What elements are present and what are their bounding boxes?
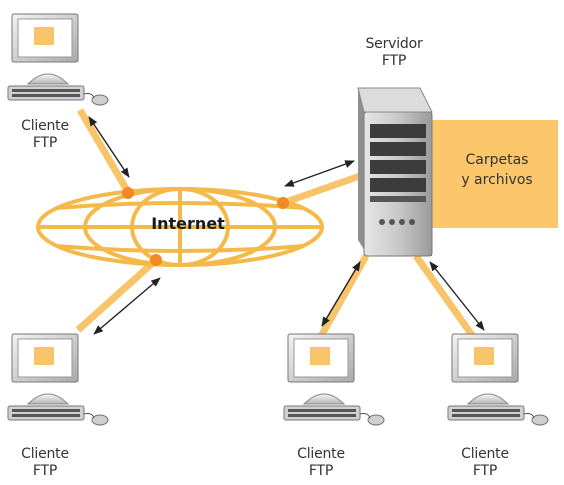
link-server-internet <box>281 172 362 207</box>
link-client-bottom-right <box>413 253 477 341</box>
link-client-bottom-middle <box>316 254 370 340</box>
client-label-line2: FTP <box>308 463 334 479</box>
internet-globe <box>36 187 324 267</box>
computer-bottom-right <box>447 333 549 426</box>
server-label-line2: FTP <box>381 53 407 69</box>
client-label-line2: FTP <box>32 463 58 479</box>
server-label-line1: Servidor <box>365 36 423 52</box>
arrow-bottom-right <box>429 261 485 331</box>
folder-panel <box>430 120 558 228</box>
client-label-line1: Cliente <box>297 446 345 462</box>
node-top-left <box>122 187 134 199</box>
client-label-line1: Cliente <box>21 446 69 462</box>
node-right <box>277 197 289 209</box>
server-label: Servidor FTP <box>352 36 436 70</box>
folder-label-line1: Carpetas <box>465 152 529 168</box>
ftp-server-tower <box>357 87 433 257</box>
client-label-line1: Cliente <box>461 446 509 462</box>
network-nodes <box>122 187 289 266</box>
computer-top-left <box>7 13 109 106</box>
client-label-top-left: Cliente FTP <box>6 118 84 152</box>
node-bottom <box>150 254 162 266</box>
link-client-bottom-left <box>75 257 159 333</box>
computer-bottom-left <box>7 333 109 426</box>
client-label-bottom-middle: Cliente FTP <box>282 446 360 480</box>
link-client-top-left <box>76 108 132 194</box>
arrow-bottom-middle <box>321 261 361 327</box>
folder-label: Carpetas y archivos <box>436 150 558 190</box>
client-label-bottom-right: Cliente FTP <box>446 446 524 480</box>
client-label-line2: FTP <box>472 463 498 479</box>
computer-bottom-middle <box>283 333 385 426</box>
client-label-line2: FTP <box>32 135 58 151</box>
client-label-bottom-left: Cliente FTP <box>6 446 84 480</box>
arrow-top-left <box>88 116 130 178</box>
folder-label-line2: y archivos <box>461 172 533 188</box>
arrow-bottom-left <box>93 277 161 335</box>
client-label-line1: Cliente <box>21 118 69 134</box>
transfer-arrows <box>88 116 485 335</box>
arrow-server <box>284 160 355 187</box>
internet-label: Internet <box>151 214 225 233</box>
